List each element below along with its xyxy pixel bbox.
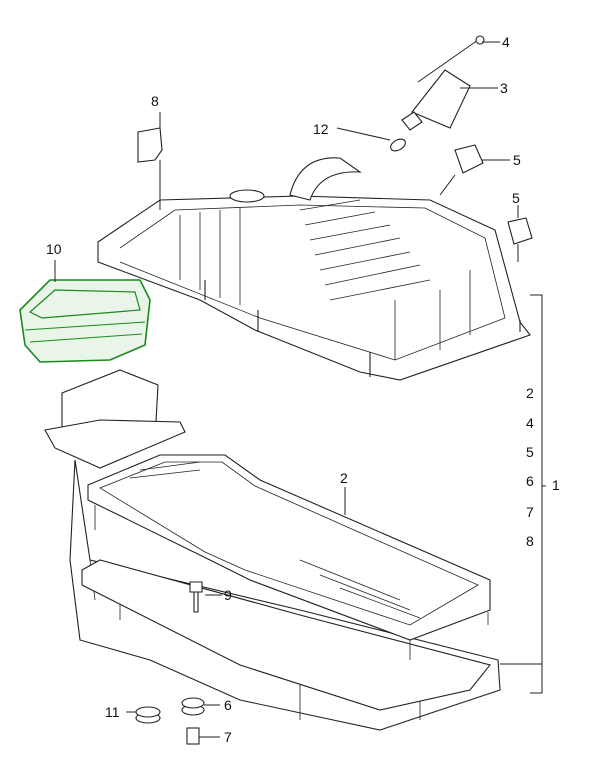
filter-element-part-2 bbox=[87, 454, 491, 660]
grommet-part-11 bbox=[135, 706, 161, 724]
callout-6: 6 bbox=[224, 697, 232, 713]
bracket-part-8 bbox=[137, 127, 163, 163]
callout-10: 10 bbox=[46, 241, 62, 257]
seal-ring-part-12 bbox=[390, 138, 406, 152]
assembly-includes-list: 2 4 5 6 7 8 bbox=[526, 385, 534, 549]
callout-5-lower: 5 bbox=[512, 190, 520, 206]
bolt-part-9 bbox=[189, 581, 203, 613]
callout-2: 2 bbox=[340, 470, 348, 486]
clamp-part-5 bbox=[439, 144, 533, 262]
callout-8: 8 bbox=[151, 93, 159, 109]
grommet-part-6 bbox=[181, 697, 205, 716]
callout-1-assembly: 1 bbox=[552, 477, 560, 493]
air-filter-housing-lower bbox=[69, 459, 501, 731]
callout-3: 3 bbox=[500, 80, 508, 96]
assembly-item: 7 bbox=[526, 504, 534, 520]
callout-11: 11 bbox=[105, 704, 120, 720]
assembly-item: 6 bbox=[526, 473, 534, 489]
callout-7: 7 bbox=[224, 729, 232, 745]
callout-4: 4 bbox=[502, 34, 510, 50]
callout-9: 9 bbox=[224, 587, 232, 603]
callout-12: 12 bbox=[313, 121, 329, 137]
callout-5-upper: 5 bbox=[513, 152, 521, 168]
assembly-item: 4 bbox=[526, 415, 534, 431]
air-filter-housing-lid bbox=[97, 157, 531, 381]
assembly-item: 5 bbox=[526, 444, 534, 460]
intake-duct-part-10-highlighted bbox=[19, 279, 151, 363]
assembly-item: 2 bbox=[526, 385, 534, 401]
assembly-item: 8 bbox=[526, 533, 534, 549]
sleeve-part-7 bbox=[186, 727, 200, 745]
sensor-part-3 bbox=[401, 69, 471, 131]
duct-intake bbox=[44, 369, 186, 469]
leader-lines bbox=[54, 41, 546, 738]
